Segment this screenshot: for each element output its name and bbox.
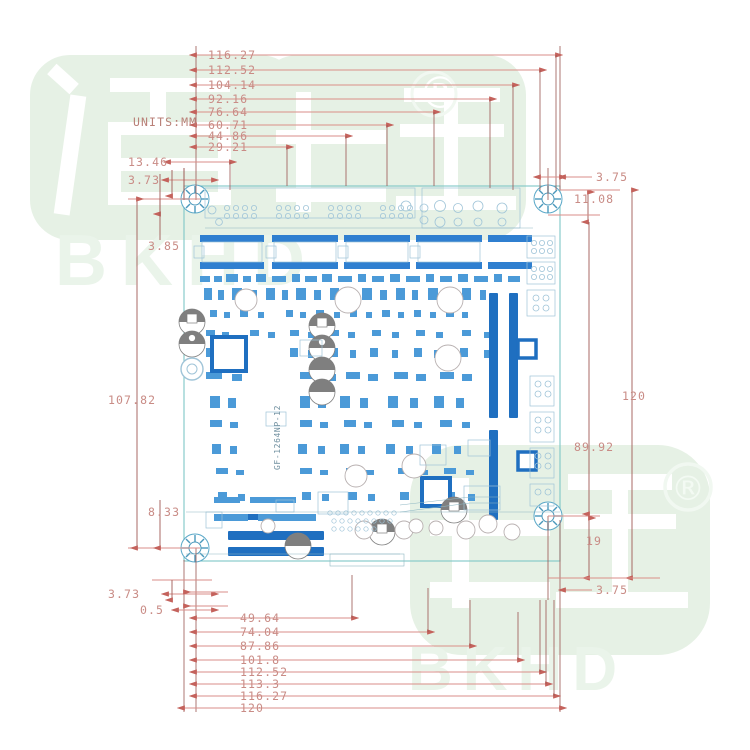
- units-label: UNITS:MM: [133, 115, 197, 129]
- dim-label: 3.85: [148, 239, 180, 253]
- watermark-brand-top: BKHD: [55, 221, 319, 301]
- board-part-number: GF-1264NP-12: [273, 405, 282, 470]
- dim-19: 19: [581, 515, 602, 581]
- bga-chip-right-upper: [516, 338, 538, 360]
- dim-13-46: 13.46: [128, 155, 238, 190]
- dim-label: 0.5: [140, 603, 164, 617]
- dim-120-right: 120: [622, 187, 646, 581]
- dim-8-33: 8.33: [148, 500, 180, 551]
- dim-label: 74.04: [240, 625, 280, 639]
- dim-11-08: 11.08: [548, 189, 620, 225]
- left-dimension-group: 3.85 107.82 8.33: [108, 174, 212, 581]
- dim-bottom-101-8: 101.8: [188, 612, 526, 667]
- smd-connector-strip: [200, 235, 532, 269]
- bottom-pad-row: [214, 497, 316, 521]
- dim-top-104-14: 104.14: [188, 78, 521, 190]
- dim-label: 120: [240, 701, 264, 715]
- dim-label: 112.52: [208, 63, 256, 77]
- dim-bottom-112-52: 112.52: [188, 600, 548, 679]
- dim-label: 19: [586, 534, 602, 548]
- dim-top-76-64: 76.64: [188, 105, 442, 186]
- dim-label: 87.86: [240, 639, 280, 653]
- top-dimension-group: 116.27 112.52 104.14 92.16: [188, 48, 564, 190]
- dim-107-82: 107.82: [108, 196, 156, 551]
- via-cluster-top: [207, 200, 508, 228]
- right-dimension-group: 120 89.92 19 3.75: [548, 187, 660, 597]
- memory-slot: [489, 293, 518, 520]
- dim-label: 116.27: [240, 689, 288, 703]
- dim-bottom-116-27: 116.27: [188, 600, 562, 703]
- dim-label: 76.64: [208, 105, 248, 119]
- pcb-board: GF-1264NP-12: [178, 184, 563, 567]
- bottom-dimension-group: 49.64 74.04 87.86 101.8: [176, 575, 568, 715]
- dim-label: 104.14: [208, 78, 256, 92]
- dim-top-60-71: 60.71: [188, 118, 395, 186]
- dim-top-112-52: 112.52: [188, 63, 548, 190]
- bracket-lines: [186, 227, 560, 567]
- dim-top-left-group: 13.46 3.73: [128, 155, 238, 200]
- dim-label: 112.52: [240, 665, 288, 679]
- watermark-registered-bottom: ®: [671, 469, 705, 509]
- dim-label: 89.92: [574, 440, 614, 454]
- dim-0-5: 0.5: [140, 603, 220, 617]
- dim-bottom-113-3: 113.3: [188, 600, 554, 691]
- connector-body-outline: [193, 241, 481, 263]
- io-via-right: [531, 239, 554, 496]
- dim-label: 120: [622, 389, 646, 403]
- dim-label: 11.08: [574, 192, 614, 206]
- dim-bottom-74-04: 74.04: [188, 588, 436, 639]
- dim-bottom-87-86: 87.86: [188, 600, 478, 653]
- dim-3-85: 3.85: [148, 174, 180, 253]
- dim-label: 3.75: [596, 583, 628, 597]
- bga-chip-main: [210, 335, 248, 373]
- dim-bottom-49-64: 49.64: [188, 575, 360, 625]
- io-connector-right: [526, 235, 556, 507]
- dim-3-73-top: 3.73: [128, 168, 220, 200]
- dim-3-75-bottom: 3.75: [557, 583, 628, 597]
- dim-3-75-top: 3.75: [532, 170, 628, 184]
- bga-chip-right-lower: [516, 450, 538, 472]
- dim-top-44-86: 44.86: [188, 129, 354, 186]
- dim-bottom-120: 120: [176, 701, 568, 715]
- dim-label: 8.33: [148, 505, 180, 519]
- dim-label: 49.64: [240, 611, 280, 625]
- dim-label: 3.75: [596, 170, 628, 184]
- via-array-bottom: [327, 510, 397, 532]
- dim-label: 44.86: [208, 129, 248, 143]
- dim-top-29-21: 29.21: [188, 140, 295, 186]
- dim-89-92: 89.92: [548, 222, 614, 517]
- dim-label: 113.3: [240, 677, 280, 691]
- dim-label: 3.73: [108, 587, 140, 601]
- dim-label: 92.16: [208, 92, 248, 106]
- dim-label: 60.71: [208, 118, 248, 132]
- dim-label: 116.27: [208, 48, 256, 62]
- dim-top-right-group: 3.75 11.08: [532, 170, 628, 225]
- dim-top-116-27: 116.27: [188, 48, 564, 190]
- dim-top-92-16: 92.16: [188, 92, 498, 188]
- half-circle-connectors: [178, 308, 206, 381]
- dim-label: 101.8: [240, 653, 280, 667]
- dim-label: 29.21: [208, 140, 248, 154]
- dim-label: 3.73: [128, 173, 160, 187]
- dim-label: 107.82: [108, 393, 156, 407]
- dim-label: 13.46: [128, 155, 168, 169]
